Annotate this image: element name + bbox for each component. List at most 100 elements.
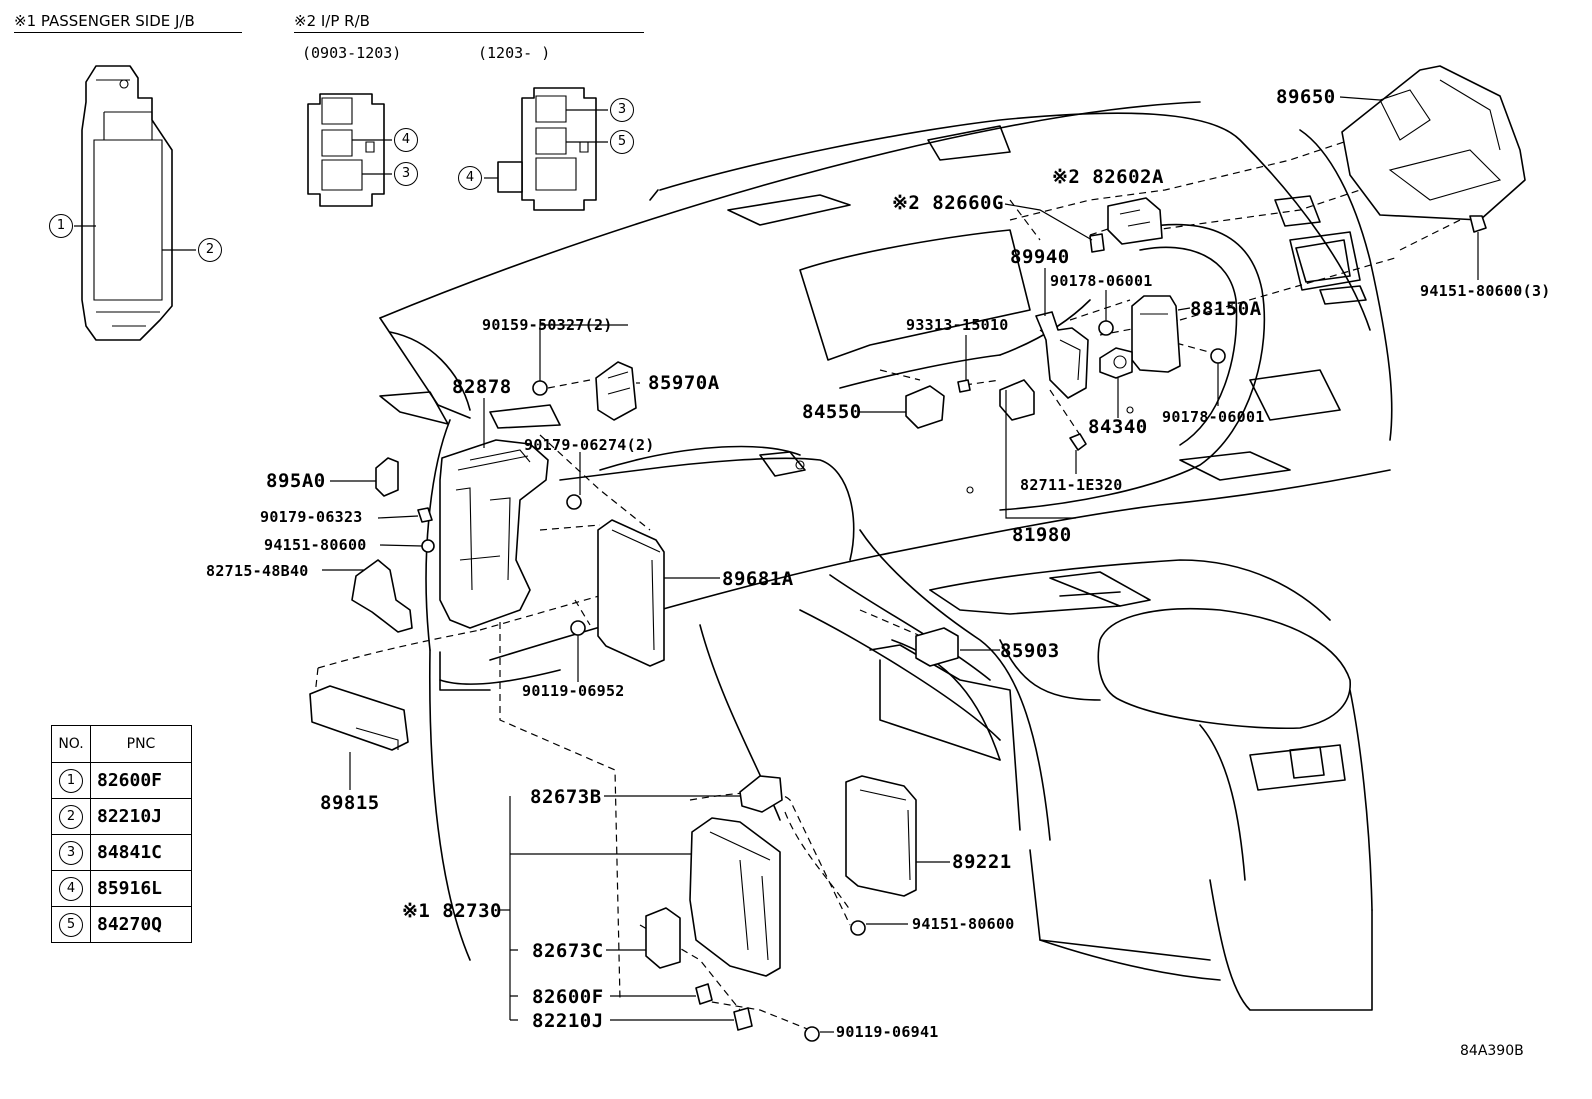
label-94151-80600-3: 94151-80600(3) [1420,282,1551,300]
row-no: 1 [59,768,83,793]
part-94151c [1469,215,1487,233]
label-82878: 82878 [452,376,512,398]
part-90119a [570,620,586,636]
callout-jb-1: 1 [49,214,73,238]
part-89650-ecu [1341,65,1526,221]
header-ip-rb: ※2 I/P R/B [294,14,644,33]
label-82600F: 82600F [532,986,604,1008]
label-89650: 89650 [1276,86,1336,108]
label-89815: 89815 [320,792,380,814]
part-82715-bracket [351,559,413,633]
part-90179a [566,494,582,510]
part-82878-bracket [439,439,549,629]
label-85903: 85903 [1000,640,1060,662]
part-94151b [850,920,866,936]
label-81980: 81980 [1012,524,1072,546]
label-895A0: 895A0 [266,470,326,492]
part-84340 [1099,347,1133,379]
col-no: NO. [51,725,91,763]
leader-lines [74,96,1479,1033]
part-82602A [1107,197,1163,245]
row-pnc: 84841C [90,834,192,871]
part-82711 [1069,433,1087,451]
row-pnc: 84270Q [90,906,192,943]
header-passenger-side-jb: ※1 PASSENGER SIDE J/B [14,14,242,33]
part-90178a [1098,320,1114,336]
label-82711-1E320: 82711-1E320 [1020,476,1123,494]
callout-rb1-3: 3 [394,162,418,186]
label-90119-06952: 90119-06952 [522,682,625,700]
part-93313 [957,379,971,393]
passenger-side-jb [81,65,173,341]
ip-rb-variant-2 [497,87,597,211]
part-895A0 [375,457,399,497]
row-no: 3 [59,840,83,865]
col-pnc: PNC [90,725,192,763]
callout-rb1-4: 4 [394,128,418,152]
label-82602A: ※2 82602A [1052,166,1164,188]
diagram-code: 84A390B [1460,1043,1524,1059]
label-84340: 84340 [1088,416,1148,438]
label-89940: 89940 [1010,246,1070,268]
row-no: 4 [59,876,83,901]
part-89815-module [309,685,409,751]
table-row: 5 84270Q [51,906,192,943]
label-90179-06274: 90179-06274(2) [524,436,655,454]
part-85903 [915,627,959,667]
callout-rb2-3: 3 [610,98,634,122]
label-82673C: 82673C [532,940,604,962]
label-82730: ※1 82730 [402,900,502,922]
pnc-table-header: NO. PNC [51,725,192,763]
label-90159-50327: 90159-50327(2) [482,316,613,334]
part-88150A [1131,295,1181,373]
pnc-table: NO. PNC 1 82600F 2 82210J 3 84841C 4 859… [51,725,192,943]
part-81980 [999,379,1035,421]
row-pnc: 85916L [90,870,192,907]
part-82673B [739,775,783,813]
label-89681A: 89681A [722,568,794,590]
part-89221-module [845,775,917,897]
callout-rb2-5: 5 [610,130,634,154]
label-82715-48B40: 82715-48B40 [206,562,309,580]
row-pnc: 82210J [90,798,192,835]
label-90179-06323: 90179-06323 [260,508,363,526]
callout-jb-2: 2 [198,238,222,262]
label-82660G: ※2 82660G [892,192,1004,214]
part-90159 [532,380,548,396]
label-82673B: 82673B [530,786,602,808]
part-90119b [804,1026,820,1042]
part-89681A-ecu [597,519,665,667]
label-90119-06941: 90119-06941 [836,1023,939,1041]
part-94151a [421,539,435,553]
label-88150A: 88150A [1190,298,1262,320]
part-85970A [595,361,637,421]
part-82730-jb [689,817,781,977]
table-row: 1 82600F [51,762,192,799]
part-82660G [1089,233,1105,253]
row-no: 5 [59,912,83,937]
label-82210J: 82210J [532,1010,604,1032]
label-90178-06001-b: 90178-06001 [1162,408,1265,426]
label-94151-80600-a: 94151-80600 [264,536,367,554]
table-row: 4 85916L [51,870,192,907]
label-84550: 84550 [802,401,862,423]
part-82600F [695,983,713,1005]
label-85970A: 85970A [648,372,720,394]
part-90179b [417,507,433,523]
date-range-2: (1203- ) [478,44,551,62]
label-90178-06001-a: 90178-06001 [1050,272,1153,290]
table-row: 3 84841C [51,834,192,871]
part-82673C [645,907,681,969]
callout-rb2-4: 4 [458,166,482,190]
label-89221: 89221 [952,851,1012,873]
table-row: 2 82210J [51,798,192,835]
row-no: 2 [59,804,83,829]
row-pnc: 82600F [90,762,192,799]
part-82210J [733,1007,753,1031]
label-93313-15010: 93313-15010 [906,316,1009,334]
part-89940 [1035,311,1089,399]
ip-rb-variant-1 [307,93,385,207]
part-84550 [905,385,945,429]
date-range-1: (0903-1203) [302,44,402,62]
